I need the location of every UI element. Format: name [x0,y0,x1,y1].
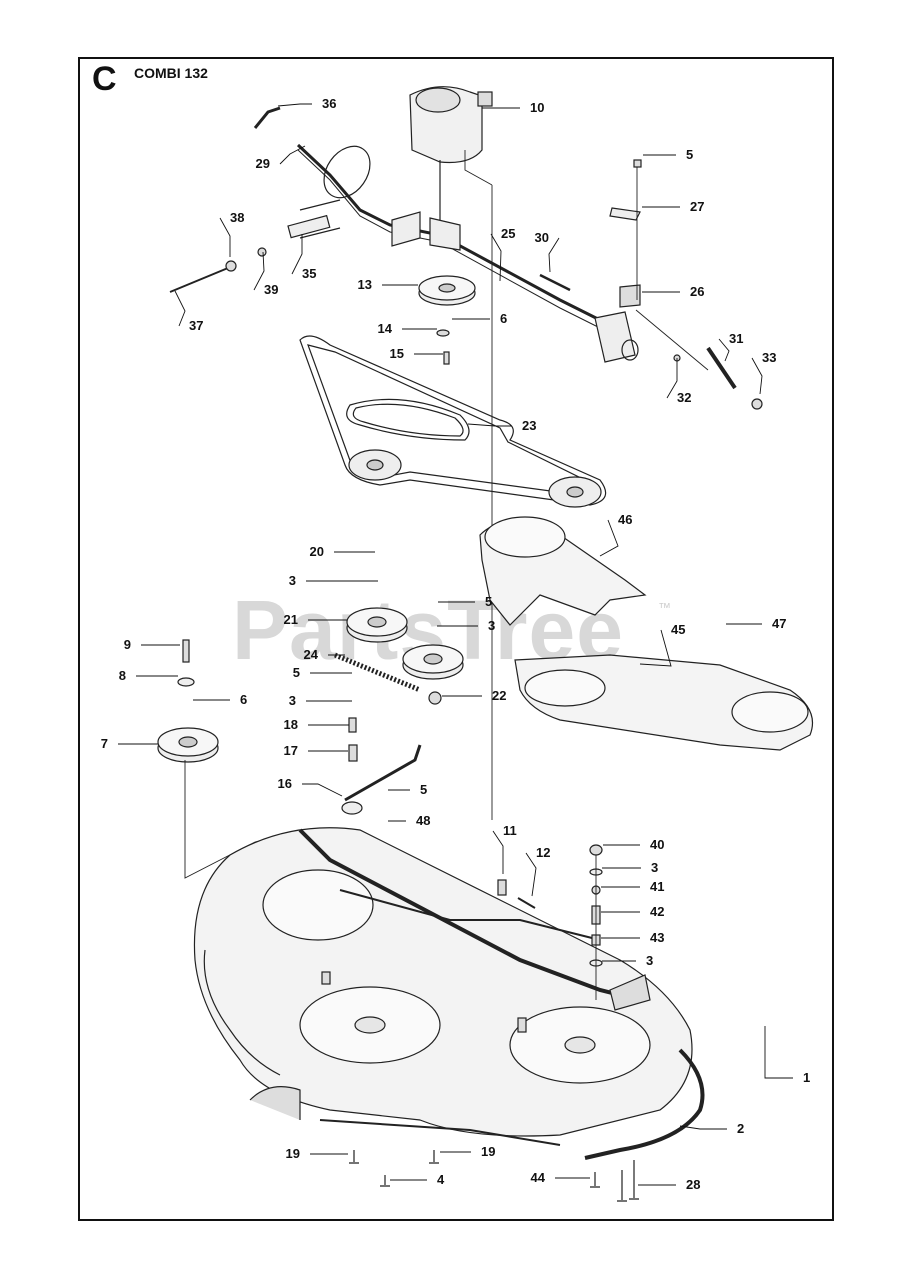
callout-leader-36 [277,103,312,107]
drive-belts [299,335,607,508]
callout-label-43: 43 [650,930,664,945]
callout-label-26: 26 [690,284,704,299]
callout-label-14: 14 [378,321,393,336]
callout-leader-30 [548,237,560,273]
callout-label-40: 40 [650,837,664,852]
callout-leader-32 [666,358,678,399]
callout-leader-33 [751,357,763,395]
callout-leader-38 [219,217,231,257]
callout-label-8: 8 [119,668,126,683]
callout-label-31: 31 [729,331,743,346]
callout-label-15: 15 [390,346,404,361]
callout-label-48: 48 [416,813,430,828]
callout-label-5: 5 [686,147,693,162]
callout-label-16: 16 [278,776,292,791]
callout-label-10: 10 [530,100,544,115]
callout-label-19: 19 [481,1144,495,1159]
callout-label-23: 23 [522,418,536,433]
callout-label-3: 3 [289,693,296,708]
callout-leader-12 [525,852,537,897]
callout-label-24: 24 [304,647,319,662]
deck-skirt [319,1048,705,1160]
callout-label-11: 11 [503,823,517,838]
callout-label-9: 9 [124,637,131,652]
callout-leader-45 [639,629,672,667]
callout-label-1: 1 [803,1070,810,1085]
callout-label-17: 17 [284,743,298,758]
callout-leader-11 [492,830,504,874]
callout-leader-25 [490,233,502,282]
callout-leader-37 [174,290,186,327]
lift-shaft-part [253,106,639,363]
callout-label-39: 39 [264,282,278,297]
callout-leader-16 [302,783,343,797]
pulley-13 [418,275,476,365]
section-letter: C [92,60,117,98]
callout-label-2: 2 [737,1121,744,1136]
callout-label-36: 36 [322,96,336,111]
mower-deck [193,827,693,1137]
callout-label-7: 7 [101,736,108,751]
callout-label-38: 38 [230,210,244,225]
watermark-trademark: ™ [658,600,671,615]
callout-label-44: 44 [531,1170,546,1185]
callout-label-6: 6 [240,692,247,707]
callout-leader-35 [291,234,303,275]
idler-arm-assembly [157,607,464,879]
callout-label-30: 30 [535,230,549,245]
bottom-fasteners [349,1150,639,1202]
callout-label-3: 3 [289,573,296,588]
callout-label-33: 33 [762,350,776,365]
callout-label-5: 5 [420,782,427,797]
callout-label-3: 3 [646,953,653,968]
callout-label-21: 21 [284,612,298,627]
callout-label-27: 27 [690,199,704,214]
callout-label-5: 5 [485,594,492,609]
small-fasteners [169,159,763,410]
callout-leader-2 [679,1125,727,1130]
callout-label-47: 47 [772,616,786,631]
callout-label-20: 20 [310,544,324,559]
belt-covers [479,516,814,751]
callout-label-18: 18 [284,717,298,732]
callout-label-5: 5 [293,665,300,680]
callout-leader-39 [253,251,265,291]
callout-label-3: 3 [651,860,658,875]
callout-label-25: 25 [501,226,515,241]
callout-label-28: 28 [686,1177,700,1192]
callout-leader-1 [764,1026,793,1079]
callout-label-46: 46 [618,512,632,527]
callout-label-37: 37 [189,318,203,333]
callout-label-3: 3 [488,618,495,633]
callout-label-6: 6 [500,311,507,326]
callout-label-32: 32 [677,390,691,405]
callout-leader-31 [718,338,730,362]
callout-label-4: 4 [437,1172,445,1187]
callout-label-12: 12 [536,845,550,860]
callout-label-41: 41 [650,879,664,894]
right-hardware-column [497,844,603,1000]
callout-leader-29 [279,145,306,165]
callout-leader-23 [467,423,512,427]
diagram-frame [78,57,834,1221]
callout-label-19: 19 [286,1146,300,1161]
callout-label-13: 13 [358,277,372,292]
callout-label-45: 45 [671,622,685,637]
callout-label-35: 35 [302,266,316,281]
model-name: COMBI 132 [134,65,208,81]
callout-label-42: 42 [650,904,664,919]
callout-label-29: 29 [256,156,270,171]
callout-label-22: 22 [492,688,506,703]
callout-leader-46 [599,519,619,557]
gearbox-part [409,86,493,820]
